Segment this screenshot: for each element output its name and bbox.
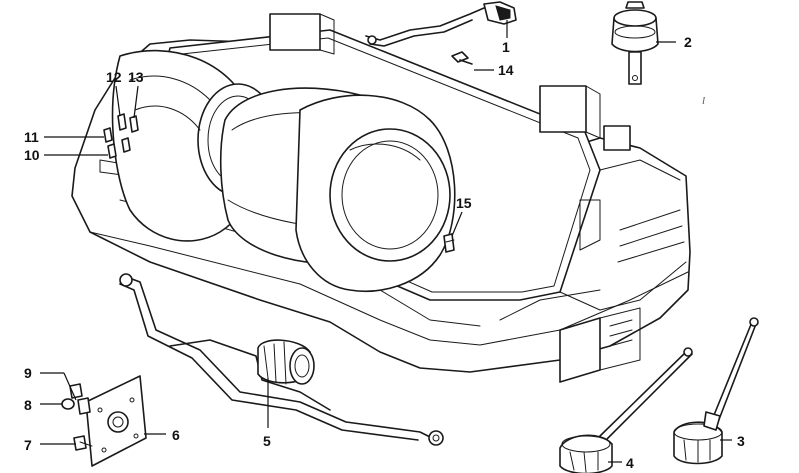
callout-10: 10: [24, 147, 40, 163]
callout-6: 6: [172, 427, 180, 443]
callout-3: 3: [737, 433, 745, 449]
part-1-linkage: [365, 1, 517, 47]
callout-9: 9: [24, 365, 32, 381]
callout-5: 5: [263, 433, 271, 449]
callout-2: 2: [684, 34, 692, 50]
callout-4: 4: [626, 455, 634, 471]
part-3-actuator: [673, 317, 759, 465]
margin-mark: l: [702, 95, 705, 107]
callout-12: 12: [106, 69, 122, 85]
part-4-actuator: [559, 347, 693, 473]
parts-10-13-nipples: [103, 113, 139, 159]
callout-7: 7: [24, 437, 32, 453]
callout-1: 1: [502, 39, 510, 55]
callout-15: 15: [456, 195, 472, 211]
callout-11: 11: [24, 129, 39, 145]
callout-14: 14: [498, 62, 514, 78]
callout-8: 8: [24, 397, 32, 413]
part-14-screw: [451, 51, 473, 65]
leader-lines: [40, 20, 732, 463]
parts-7-9-fasteners: [61, 383, 93, 451]
part-15-nipple: [443, 233, 455, 253]
part-2-vacuum-actuator: [611, 1, 659, 85]
part-6-mounting-plate: [85, 375, 147, 467]
part-5-linkage-servo: [119, 273, 444, 446]
callout-13: 13: [128, 69, 144, 85]
callout-labels: 1 2 3 4 5 6 7 8 9 10 11 12 13 14 15 l: [24, 34, 745, 471]
right-blower-scroll: [295, 94, 456, 293]
